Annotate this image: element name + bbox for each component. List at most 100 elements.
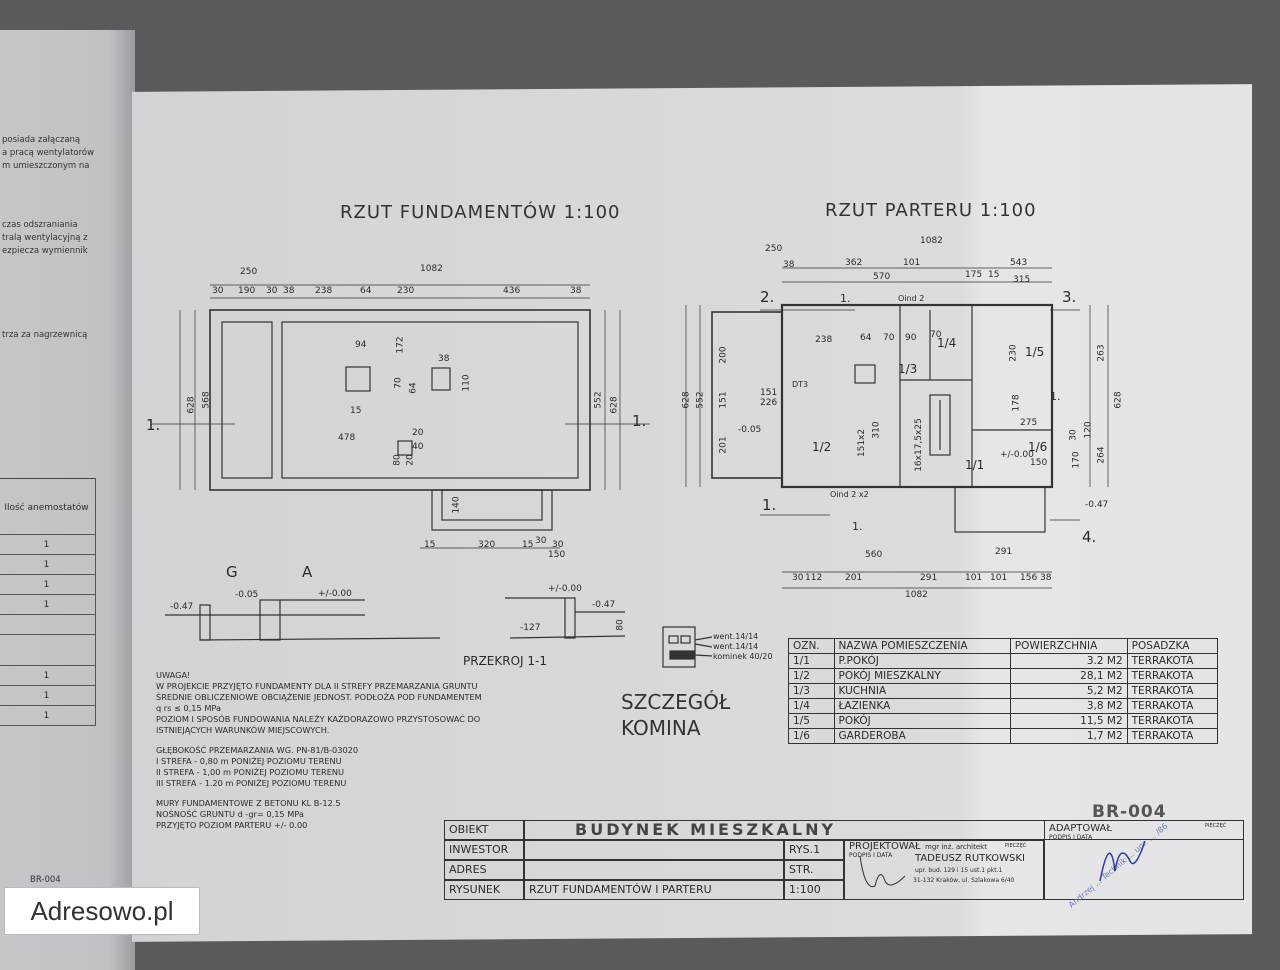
text-line: czas odszraniania [2, 220, 78, 230]
designer-line: 31-132 Kraków, ul. Szlakowa 6/40 [913, 877, 1015, 884]
sheet-number: RYS.1 [784, 840, 844, 860]
stamp-label: PIECZĘĆ [1005, 843, 1027, 849]
rysunek-label: RYSUNEK [444, 880, 524, 900]
note-line: ISTNIEJĄCYCH WARUNKÓW MIEJSCOWYCH. [156, 725, 330, 735]
dimension-label: 250 [240, 267, 258, 277]
section-mark: 1. [1050, 390, 1061, 403]
dimension-label: 38 [438, 354, 450, 364]
text-line: posiada załączaną [2, 135, 81, 145]
note-line: MURY FUNDAMENTOWE Z BETONU KL B-12.5 [156, 798, 341, 808]
note-line [156, 736, 482, 745]
room-label: 1/5 [1025, 345, 1045, 359]
note-line: PRZYJĘTO POZIOM PARTERU +/- 0.00 [156, 820, 308, 830]
signature-icon [1099, 840, 1146, 882]
dimension-label: 560 [865, 550, 883, 560]
column-header: OZN. [788, 638, 835, 654]
dimension-label: 16x17,5x25 [913, 418, 924, 472]
dimension-label: 140 [451, 496, 462, 514]
dimension-label: 628 [681, 391, 692, 409]
dimension-label: 362 [845, 258, 863, 268]
adaptation-cell: ADAPTOWAŁ PODPIS I DATA PIECZĘĆ Andrzej … [1044, 820, 1244, 910]
column-header: POWIERZCHNIA [1009, 638, 1128, 654]
dimension-label: 101 [965, 573, 983, 583]
dimension-label: 310 [871, 421, 882, 439]
projektowal-label: PROJEKTOWAŁ [849, 841, 921, 852]
dimension-label: 552 [593, 391, 604, 409]
section-mark: 1. [840, 292, 851, 305]
cell: 11,5 M2 [1009, 713, 1128, 729]
dimension-label: 230 [397, 286, 415, 296]
table-cell: 1 [0, 705, 96, 726]
dimension-label: 628 [1113, 391, 1124, 409]
ground-floor-plan-title: RZUT PARTERU 1:100 [825, 200, 1037, 221]
note-line: NOŚNOŚĆ GRUNTU d -gr= 0,15 MPa [156, 809, 304, 819]
dimension-label: 238 [815, 335, 833, 345]
text-line: trza za nagrzewnicą [2, 330, 88, 340]
level-label: -0.47 [592, 600, 616, 610]
dimension-label: 38 [283, 286, 295, 296]
dimension-label: 226 [760, 398, 778, 408]
dimension-label: 15 [424, 540, 436, 550]
table-cell [0, 634, 96, 666]
dimension-label: 320 [478, 540, 496, 550]
dimension-label: 250 [765, 244, 783, 254]
dimension-label: 315 [1013, 275, 1031, 285]
dimension-label: 200 [718, 346, 729, 364]
level-label: +/-0.00 [1000, 450, 1034, 460]
cell: TERRAKOTA [1126, 683, 1219, 699]
dimension-label: 264 [1096, 446, 1107, 464]
dimension-label: 38 [783, 260, 795, 270]
foundation-notes: UWAGA! W PROJEKCIE PRZYJĘTO FUNDAMENTY D… [156, 670, 482, 831]
note-line [156, 789, 482, 798]
signature-icon [859, 855, 906, 888]
designer-cell: PROJEKTOWAŁ PODPIS I DATA mgr inż. archi… [844, 840, 1044, 900]
room-label: 1/4 [937, 336, 957, 350]
inwestor-value [524, 840, 784, 860]
cell: 1/1 [788, 653, 835, 669]
dimension-label: 70 [883, 333, 895, 343]
room-label: 1/6 [1028, 440, 1048, 454]
cell: 1/5 [788, 713, 835, 729]
level-label: 80 [615, 619, 626, 631]
page-label: STR. [784, 860, 844, 880]
note-line: UWAGA! [156, 670, 191, 680]
dimension-label: 15 [522, 540, 534, 550]
designer-line: mgr inż. architekt [925, 843, 987, 851]
cell: POKÓJ [833, 713, 1011, 729]
dimension-label: 38 [1040, 573, 1052, 583]
table-cell: 1 [0, 685, 96, 706]
section-mark: 1. [146, 416, 161, 434]
dimension-label: 101 [903, 258, 921, 268]
door-label: DT3 [792, 380, 809, 389]
dimension-label: 1082 [920, 236, 943, 246]
table-cell: 1 [0, 574, 96, 595]
level-label: +/-0.00 [318, 589, 352, 599]
dimension-label: 201 [845, 573, 863, 583]
room-label: 1/1 [965, 458, 985, 472]
level-label: -0.47 [170, 602, 194, 612]
dimension-label: 151 [760, 388, 778, 398]
dimension-label: 1082 [420, 264, 443, 274]
dimension-label: 552 [695, 391, 706, 409]
note-line: II STREFA - 1,00 m PONIŻEJ POZIOMU TEREN… [156, 767, 345, 777]
column-header: NAZWA POMIESZCZENIA [833, 638, 1011, 654]
section-label: A [302, 563, 313, 581]
adaptowal-label: ADAPTOWAŁ [1049, 823, 1113, 834]
signature-date-label: PODPIS I DATA [849, 852, 893, 859]
dimension-label: 175 [965, 270, 983, 280]
anemostat-table: Ilość anemostatów 1 1 1 1 1 1 1 [0, 478, 96, 726]
dimension-label: 230 [1008, 344, 1019, 362]
dimension-label: 64 [860, 333, 872, 343]
room-schedule-table: OZN. NAZWA POMIESZCZENIA POWIERZCHNIA PO… [788, 638, 1219, 744]
cell: TERRAKOTA [1126, 713, 1219, 729]
dimension-label: 291 [995, 547, 1013, 557]
left-booklet-page: posiada załączaną a pracą wentylatorów m… [0, 30, 135, 970]
dimension-label: 190 [238, 286, 256, 296]
chimney-legend-item: went.14/14 [713, 642, 759, 651]
stamp-label: PIECZĘĆ [1205, 823, 1227, 829]
dimension-label: 30 [535, 536, 547, 546]
dimension-label: 110 [461, 374, 472, 392]
table-cell [0, 614, 96, 635]
